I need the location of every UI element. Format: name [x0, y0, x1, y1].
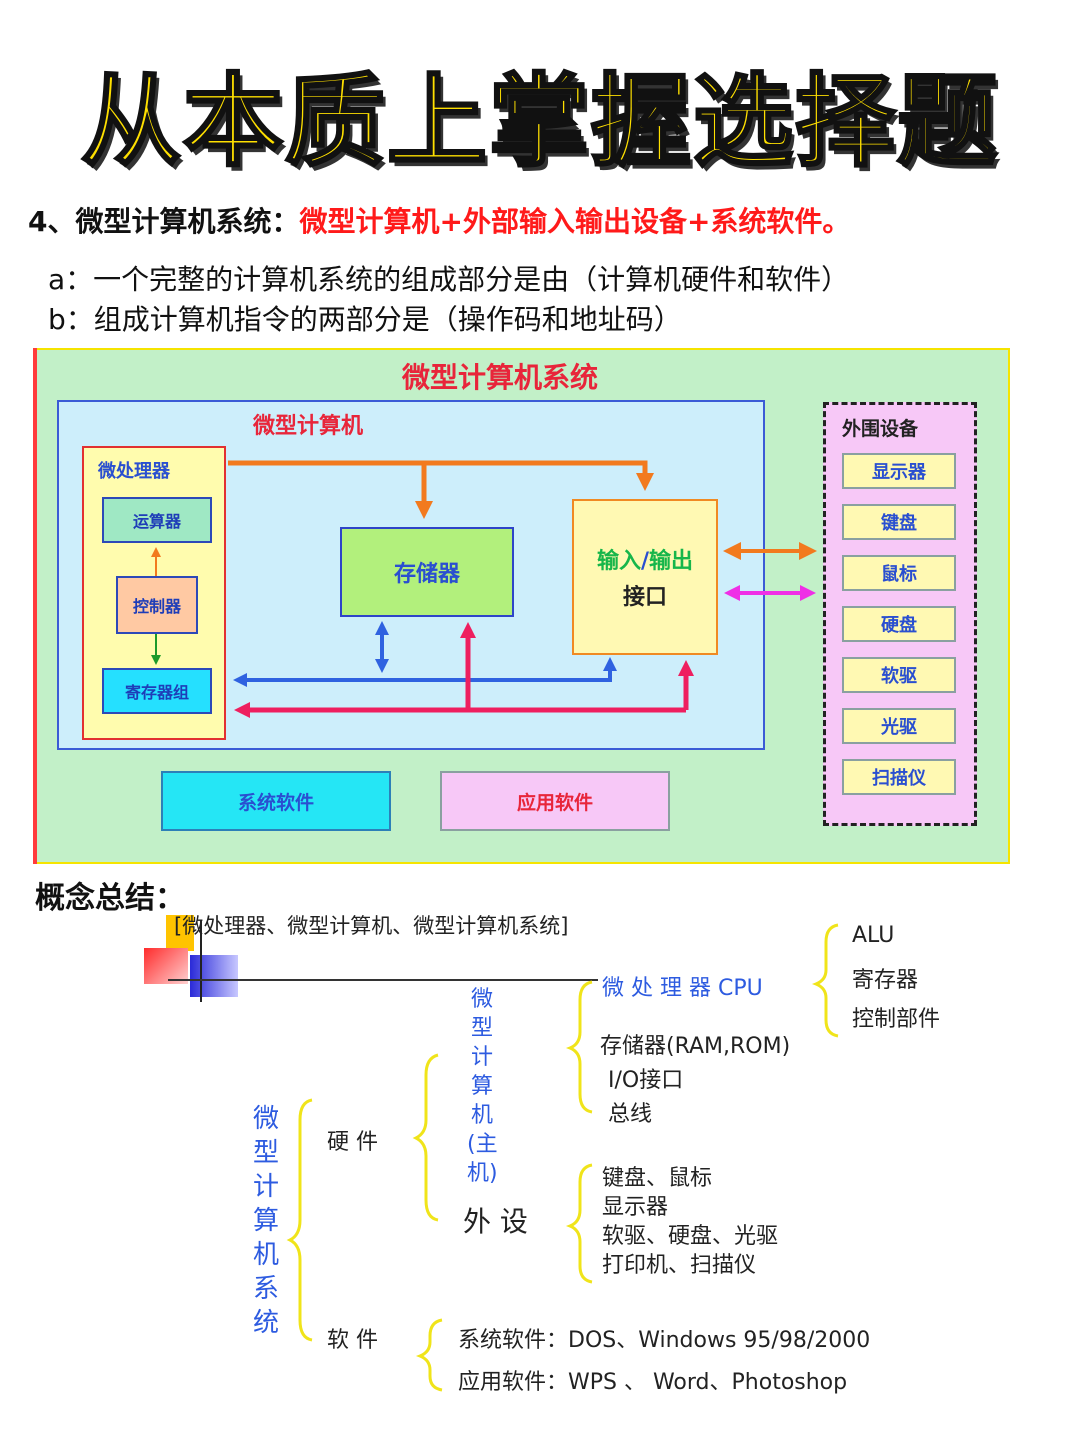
peripheral-keyboard: 键盘: [842, 504, 956, 540]
brace-cpu: [811, 923, 839, 1038]
system-title: 微型计算机系统: [401, 361, 598, 394]
io-interface-label: 接口: [622, 585, 667, 610]
cpu-part-control: 控制部件: [852, 1007, 941, 1032]
arrow-cpu-to-memory: [228, 460, 433, 519]
peripheral-floppy: 软驱: [842, 657, 956, 693]
section-term: 微型计算机系统：: [75, 205, 300, 238]
section-heading: 4、微型计算机系统：微型计算机+外部输入输出设备+系统软件。: [28, 200, 850, 240]
cpu-label: 微处理器: [98, 461, 170, 482]
qa-line-a: a：一个完整的计算机系统的组成部分是由（计算机硬件和软件）: [48, 263, 850, 296]
peripheral-part-monitor: 显示器: [602, 1195, 669, 1220]
qa-line-b: b：组成计算机指令的两部分是（操作码和地址码）: [48, 303, 682, 336]
peripheral-part-printer-scanner: 打印机、扫描仪: [602, 1253, 757, 1278]
section-definition: 微型计算机+外部输入输出设备+系统软件。: [299, 205, 851, 238]
section-number: 4、: [28, 205, 76, 238]
peripheral-part-keyboard-mouse: 键盘、鼠标: [602, 1166, 713, 1191]
registers-box: 寄存器组: [102, 668, 212, 714]
peripheral-hard-disk: 硬盘: [842, 606, 956, 642]
controller-box: 控制器: [116, 576, 198, 634]
peripherals-label: 外围设备: [842, 418, 919, 440]
arrow-blue-bus-io: [382, 657, 617, 682]
software-label: 软 件: [327, 1328, 378, 1353]
io-slash: /: [640, 549, 650, 574]
diagram-arrows: [151, 460, 817, 718]
io-interface-box: 输入/输出 接口: [572, 499, 718, 655]
io-input-label: 输入: [596, 549, 641, 574]
page-title: 从本质上掌握选择题: [80, 62, 999, 182]
host-part-bus: 总线: [608, 1102, 653, 1127]
host-label: 微型计算机(主机): [467, 987, 498, 1186]
peripheral-scanner: 扫描仪: [842, 759, 956, 795]
root-label: 微型计算机系统: [252, 1104, 279, 1338]
memory-box: 存储器: [340, 527, 514, 617]
cpu-label-tree: 微 处 理 器 CPU: [602, 976, 763, 1001]
hardware-label: 硬 件: [327, 1130, 378, 1155]
brace-host: [565, 980, 593, 1114]
peripheral-monitor: 显示器: [842, 453, 956, 489]
cpu-part-registers: 寄存器: [852, 968, 919, 993]
software-part-application: 应用软件：WPS 、 Word、Photoshop: [458, 1370, 848, 1395]
concept-heading: 概念总结：: [35, 881, 185, 916]
software-part-system: 系统软件：DOS、Windows 95/98/2000: [458, 1328, 871, 1353]
diagram-edge: [33, 348, 37, 864]
host-part-memory: 存储器(RAM,ROM): [600, 1034, 791, 1059]
deco-square-red: [144, 948, 188, 984]
deco-square-yellow: [166, 915, 194, 951]
peripheral-mouse: 鼠标: [842, 555, 956, 591]
application-software-box: 应用软件: [440, 771, 670, 831]
brace-root: [286, 1098, 313, 1342]
deco-horizontal-line: [168, 979, 598, 981]
io-output-label: 输出: [649, 549, 694, 574]
brace-hardware: [412, 1053, 439, 1222]
brace-software: [415, 1318, 443, 1392]
peripheral-optical: 光驱: [842, 708, 956, 744]
deco-square-blue: [190, 955, 238, 997]
cpu-part-alu: ALU: [852, 923, 895, 948]
alu-box: 运算器: [102, 497, 212, 543]
peripheral-label: 外 设: [463, 1205, 528, 1238]
concept-braces: [286, 923, 839, 1392]
arrow-cpu-to-io: [424, 460, 654, 491]
brace-peripheral: [565, 1163, 593, 1284]
concept-bracket-title: [微处理器、微型计算机、微型计算机系统]: [174, 914, 569, 938]
peripheral-part-drives: 软驱、硬盘、光驱: [602, 1224, 779, 1249]
deco-vertical-line: [200, 920, 202, 1002]
microcomputer-label: 微型计算机: [253, 414, 364, 439]
host-part-io: I/O接口: [608, 1068, 684, 1093]
system-software-box: 系统软件: [161, 771, 391, 831]
